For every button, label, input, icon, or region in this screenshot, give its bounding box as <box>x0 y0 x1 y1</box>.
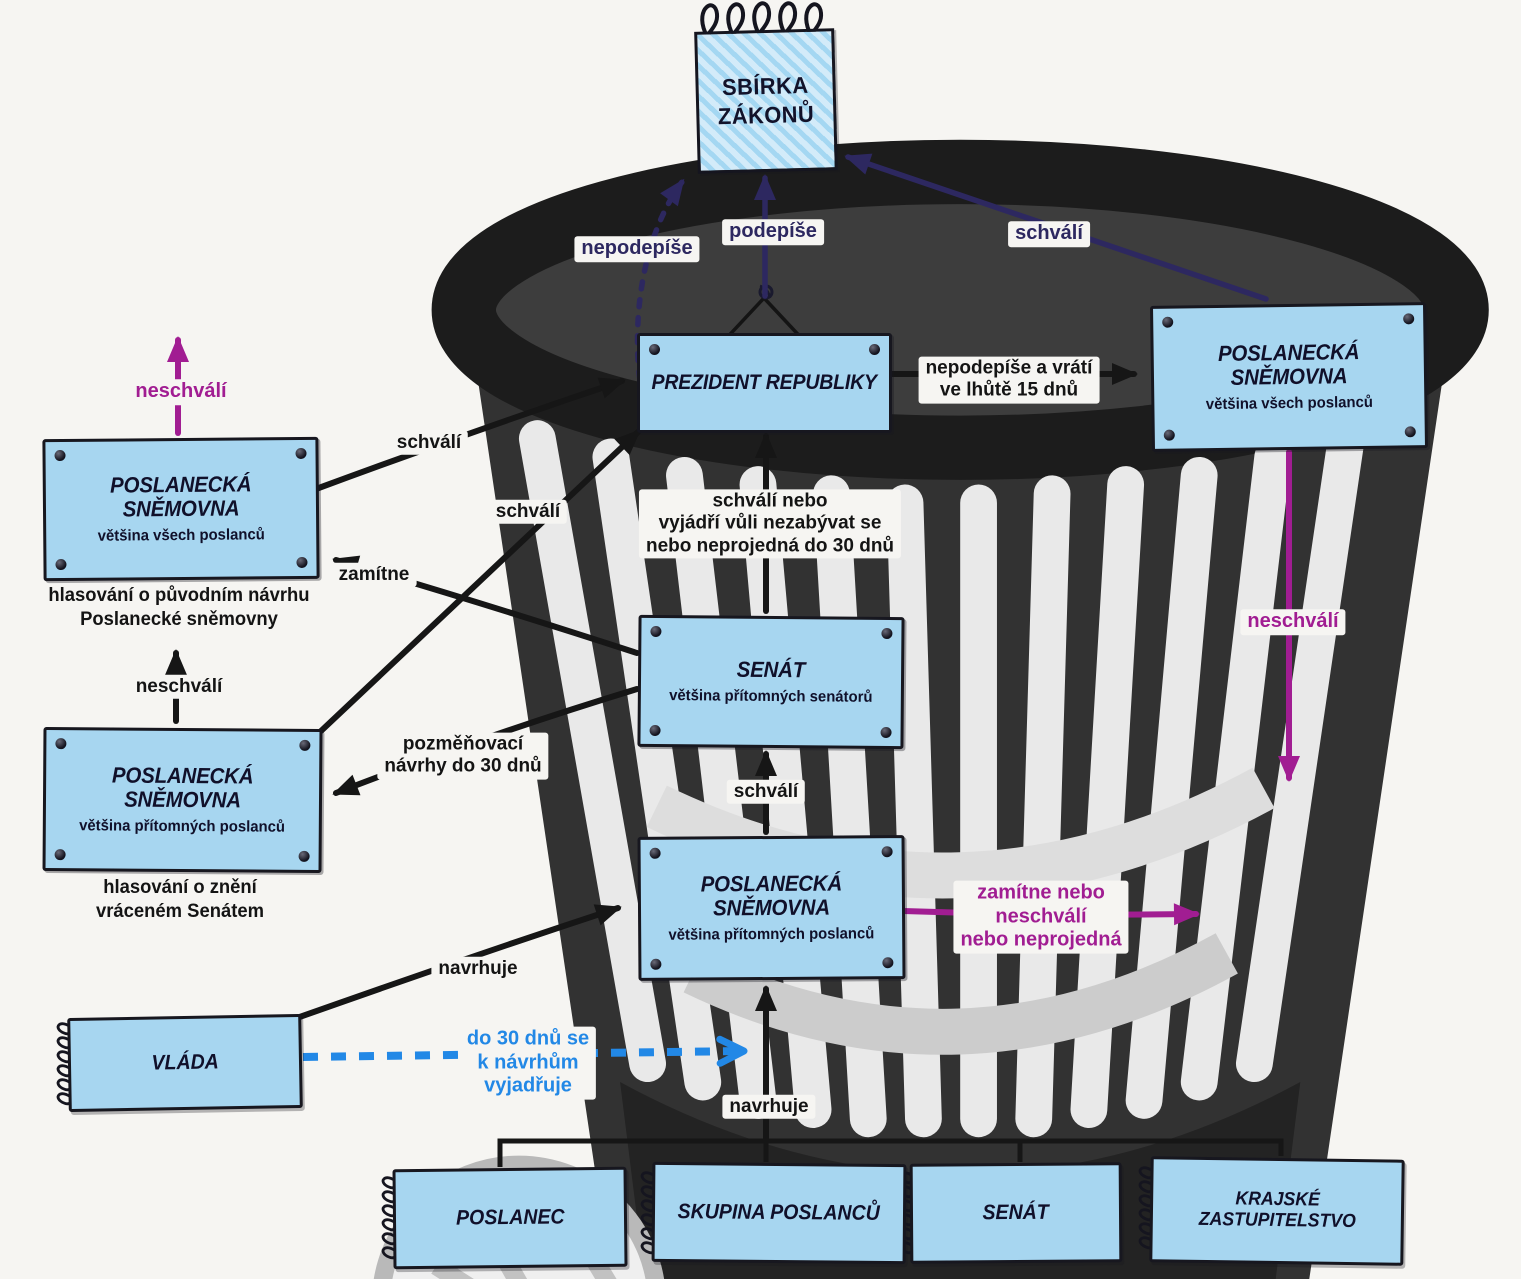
node-skupina-poslancu: SKUPINA POSLANCŮ <box>651 1161 907 1265</box>
node-poslanecka-snemovna-bottom-left: POSLANECKÁ SNĚMOVNA většina přítomných p… <box>42 727 323 873</box>
snemovna-right-title: POSLANECKÁ SNĚMOVNA <box>1217 339 1360 390</box>
corner-screw-icon <box>650 958 662 970</box>
skupina-poslancu-title: SKUPINA POSLANCŮ <box>677 1200 881 1226</box>
sbirka-zakonu-title: SBÍRKA ZÁKONŮ <box>717 72 815 130</box>
corner-screw-icon <box>1162 316 1174 328</box>
corner-screw-icon <box>295 447 307 459</box>
node-poslanecka-snemovna-center: POSLANECKÁ SNĚMOVNA většina přítomných p… <box>637 835 906 981</box>
corner-screw-icon <box>296 556 308 568</box>
node-vlada: VLÁDA <box>67 1013 303 1113</box>
caption-hlasovani-o-puvodnim-navrhu: hlasování o původním návrhu Poslanecké s… <box>48 585 310 630</box>
arrow-do-30-dnu <box>302 1035 748 1067</box>
corner-screw-icon <box>649 847 661 859</box>
node-sbirka-zakonu: SBÍRKA ZÁKONŮ <box>694 28 838 174</box>
label-schvali-nebo-vyjadri: schválí nebo vyjádří vůli nezabývat se n… <box>638 489 902 559</box>
corner-screw-icon <box>1403 313 1415 325</box>
node-poslanecka-snemovna-right: POSLANECKÁ SNĚMOVNA většina všech poslan… <box>1149 302 1429 452</box>
senat-navrhovatel-title: SENÁT <box>982 1201 1050 1225</box>
label-zamitne-nebo: zamítne nebo neschválí nebo neprojedná <box>953 880 1129 954</box>
senat-subtitle: většina přítomných senátorů <box>669 687 873 706</box>
label-pozmenovaci-navrhy: pozměňovací návrhy do 30 dnů <box>377 732 549 780</box>
corner-screw-icon <box>55 738 67 750</box>
vlada-title: VLÁDA <box>151 1050 219 1076</box>
arrow-schvali-ps2-prezident <box>318 429 641 734</box>
snemovna-center-subtitle: většina přítomných poslanců <box>668 924 875 944</box>
label-schvali-ps2-prezident: schválí <box>488 499 568 525</box>
snemovna-center-title: POSLANECKÁ SNĚMOVNA <box>700 870 843 920</box>
corner-screw-icon <box>650 625 662 638</box>
proposers-connector-tree <box>497 1138 1284 1167</box>
notepad-spiral-icon <box>700 1 824 38</box>
label-do-30-dnu: do 30 dnů se k návrhům vyjadřuje <box>459 1026 597 1100</box>
corner-screw-icon <box>649 344 660 355</box>
snemovna-top-left-title: POSLANECKÁ SNĚMOVNA <box>109 471 252 522</box>
trash-can-bottom-right <box>1501 836 1521 1279</box>
label-schvali-ps-senat: schválí <box>726 779 806 805</box>
snemovna-bottom-left-title: POSLANECKÁ SNĚMOVNA <box>111 762 254 812</box>
corner-screw-icon <box>55 559 67 571</box>
label-neschvali-top-left: neschválí <box>128 379 234 405</box>
corner-screw-icon <box>869 344 880 355</box>
node-poslanec: POSLANEC <box>392 1166 628 1270</box>
corner-screw-icon <box>882 957 894 969</box>
poslanec-title: POSLANEC <box>455 1205 565 1231</box>
corner-screw-icon <box>54 450 66 462</box>
caption-hlasovani-o-zneni: hlasování o znění vráceném Senátem <box>95 877 265 922</box>
label-nepodepise-a-vrati: nepodepíše a vrátí ve lhůtě 15 dnů <box>918 356 1100 404</box>
label-schvali-sbirka: schválí <box>1008 221 1090 247</box>
label-neschvali-left-black: neschválí <box>128 674 230 700</box>
label-navrhuje-navrhovatele: navrhuje <box>722 1094 816 1120</box>
node-krajske-zastupitelstvo: KRAJSKÉ ZASTUPITELSTVO <box>1149 1156 1405 1266</box>
krajske-zastupitelstvo-title: KRAJSKÉ ZASTUPITELSTVO <box>1198 1188 1356 1233</box>
node-senat: SENÁT většina přítomných senátorů <box>637 614 905 750</box>
label-navrhuje-vlada: navrhuje <box>431 956 525 982</box>
snemovna-right-subtitle: většina všech poslanců <box>1205 393 1374 413</box>
node-senat-navrhovatel: SENÁT <box>909 1162 1123 1264</box>
label-zamitne: zamítne <box>331 562 417 588</box>
snemovna-top-left-subtitle: většina všech poslanců <box>97 525 265 545</box>
node-poslanecka-snemovna-top-left: POSLANECKÁ SNĚMOVNA většina všech poslan… <box>42 436 320 582</box>
label-neschvali-right: neschválí <box>1240 609 1346 635</box>
label-nepodepise: nepodepíše <box>574 236 700 262</box>
label-schvali-ps1-prezident: schválí <box>389 430 469 456</box>
corner-screw-icon <box>54 849 66 861</box>
corner-screw-icon <box>1404 426 1416 438</box>
corner-screw-icon <box>881 846 893 858</box>
corner-screw-icon <box>298 850 310 862</box>
corner-screw-icon <box>881 627 893 640</box>
corner-screw-icon <box>649 724 661 737</box>
corner-screw-icon <box>299 739 311 751</box>
arrow-schvali-ps1-prezident <box>313 377 626 492</box>
corner-screw-icon <box>1163 429 1175 441</box>
label-podepise: podepíše <box>722 219 824 245</box>
prezident-title: PREZIDENT REPUBLIKY <box>651 370 878 394</box>
senat-title: SENÁT <box>736 656 806 683</box>
corner-screw-icon <box>880 726 892 739</box>
snemovna-bottom-left-subtitle: většina přítomných poslanců <box>79 816 286 836</box>
node-prezident-republiky: PREZIDENT REPUBLIKY <box>637 333 892 433</box>
